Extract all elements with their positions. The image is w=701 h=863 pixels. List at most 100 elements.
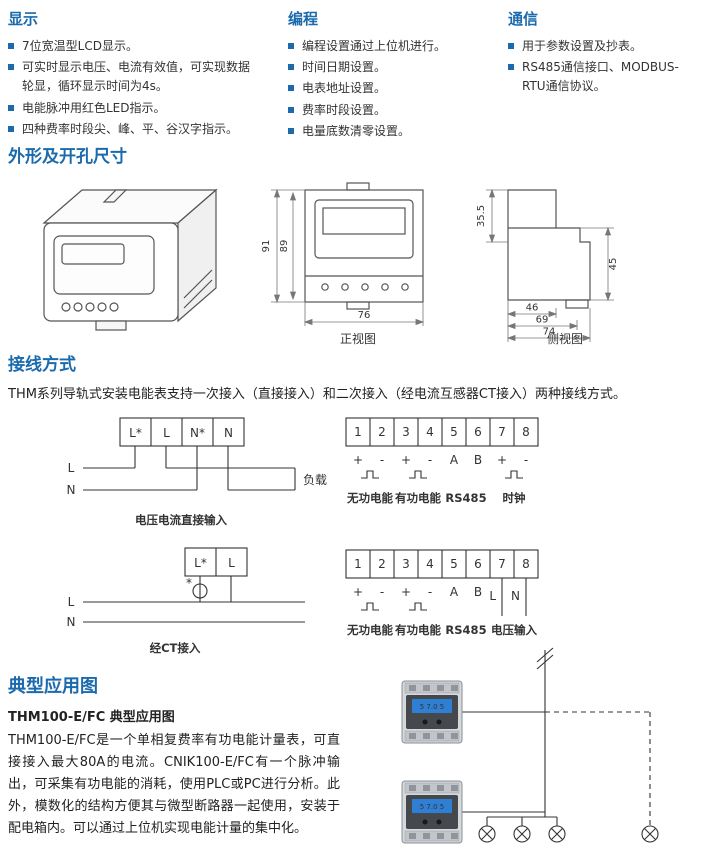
terminal-label: L — [228, 556, 235, 570]
terminal-screw — [401, 283, 409, 291]
lcd-window — [322, 207, 406, 235]
side-profile — [507, 189, 591, 301]
feature-item: 用于参数设置及抄表。 — [508, 37, 698, 56]
application-diagram: 5 7.0 5 5 7.0 5 — [401, 647, 659, 844]
bullet-square-icon — [8, 43, 14, 49]
programming-feature-list: 编程设置通过上位机进行。 时间日期设置。 电表地址设置。 费率时段设置。 电量底… — [288, 37, 502, 141]
side-dimension-lines — [486, 188, 614, 342]
feature-column-display: 显示 7位宽温型LCD显示。 可实时显示电压、电流有效值，可实现数据轮显，循环显… — [8, 8, 260, 141]
terminal-screw — [85, 302, 95, 312]
display-feature-list: 7位宽温型LCD显示。 可实时显示电压、电流有效值，可实现数据轮显，循环显示时间… — [8, 37, 260, 139]
pin-polarity: B — [474, 453, 482, 467]
meter-display-window — [61, 243, 125, 265]
section-title-wiring: 接线方式 — [8, 355, 76, 375]
pin-polarity: A — [450, 453, 459, 467]
bullet-square-icon — [508, 43, 514, 49]
terminal-screw — [97, 302, 107, 312]
terminal-panel-1: 1 2 3 4 5 6 7 8 + - + - A B + - 无功电能 有功电… — [345, 417, 539, 505]
bullet-square-icon — [288, 43, 294, 49]
top-tab — [346, 182, 370, 191]
direct-caption: 电压电流直接输入 — [135, 513, 227, 527]
front-panel — [314, 199, 414, 259]
feature-item: 时间日期设置。 — [288, 58, 502, 77]
pin-polarity: + — [353, 453, 363, 467]
side-vent-line — [183, 269, 213, 299]
terminal-number: 6 — [474, 557, 482, 571]
neutral-label: N — [67, 615, 76, 629]
communication-feature-list: 用于参数设置及抄表。 RS485通信接口、MODBUS-RTU通信协议。 — [508, 37, 698, 97]
pulse-symbol — [409, 470, 427, 479]
terminal-number: 1 — [354, 425, 362, 439]
dim-69: 69 — [536, 315, 549, 326]
neutral-label: N — [67, 483, 76, 497]
pin-polarity: B — [474, 585, 482, 599]
meter-product-image: 5 7.0 5 — [401, 680, 463, 744]
feature-item: 电量底数清零设置。 — [288, 122, 502, 141]
section-title-application: 典型应用图 — [8, 676, 98, 697]
meter-top-terminals — [404, 682, 460, 694]
column-title-programming: 编程 — [288, 10, 319, 28]
terminal-number: 7 — [498, 425, 506, 439]
ct-caption: 经CT接入 — [150, 641, 201, 655]
dim-45: 45 — [608, 258, 619, 271]
pulse-symbol — [505, 470, 523, 479]
group-label: 有功电能 — [395, 491, 441, 505]
feature-item-text: 可实时显示电压、电流有效值，可实现数据轮显，循环显示时间为4s。 — [22, 60, 251, 94]
terminal-label: L* — [194, 556, 207, 570]
pin-polarity: - — [380, 585, 384, 599]
section-title-dimensions: 外形及开孔尺寸 — [8, 147, 127, 167]
terminal-label: L* — [129, 426, 142, 440]
pin-polarity: + — [401, 585, 411, 599]
terminal-label: L — [163, 426, 170, 440]
pin-polarity: + — [353, 585, 363, 599]
bullet-square-icon — [288, 64, 294, 71]
dim-74: 74 — [543, 327, 556, 338]
feature-item: 7位宽温型LCD显示。 — [8, 37, 260, 56]
pin-polarity: - — [524, 453, 528, 467]
terminal-number: 5 — [450, 557, 458, 571]
terminal-label: N* — [190, 426, 205, 440]
terminal-number: 3 — [402, 425, 410, 439]
dim-35-5: 35.5 — [476, 205, 487, 227]
dim-46: 46 — [526, 303, 539, 314]
feature-item-text: RS485通信接口、MODBUS-RTU通信协议。 — [522, 60, 679, 94]
terminal-number: 8 — [522, 425, 530, 439]
feature-item: 电表地址设置。 — [288, 79, 502, 98]
bullet-square-icon — [288, 127, 294, 134]
pin-polarity: + — [497, 453, 507, 467]
pin-polarity: - — [428, 585, 432, 599]
front-view-caption: 正视图 — [340, 332, 377, 346]
dim-91: 91 — [261, 240, 272, 253]
meter-bottom-terminals — [404, 830, 460, 842]
pin-polarity: + — [401, 453, 411, 467]
feature-item-text: 用于参数设置及抄表。 — [522, 39, 643, 53]
terminal-number: 4 — [426, 425, 434, 439]
group-label: 电压输入 — [491, 623, 537, 637]
meter-button — [436, 719, 442, 725]
direct-wiring-diagram: L* L N* N L N 负载 电压电流直接输入 — [67, 417, 327, 527]
meter-lcd-screen — [412, 699, 452, 713]
terminal-number: 1 — [354, 557, 362, 571]
application-subtitle: THM100-E/FC 典型应用图 — [8, 710, 175, 725]
din-tab — [102, 189, 128, 203]
neutral-label: N — [511, 589, 520, 603]
pulse-symbol — [361, 602, 379, 611]
group-label: 时钟 — [503, 491, 526, 505]
group-label: RS485 — [445, 623, 486, 637]
bullet-square-icon — [288, 85, 294, 92]
meter-front-cover — [53, 235, 155, 295]
meter-bottom-terminals — [404, 730, 460, 742]
din-clip — [95, 320, 127, 331]
dim-89: 89 — [279, 240, 290, 253]
bottom-tab — [346, 301, 370, 310]
phase-label: L — [68, 461, 75, 475]
side-vent-line — [183, 279, 213, 309]
din-clip-side — [565, 299, 589, 309]
meter-top-terminals — [404, 782, 460, 794]
terminal-screw — [361, 283, 369, 291]
pulse-symbol — [361, 470, 379, 479]
bullet-square-icon — [8, 125, 14, 132]
side-view-drawing: 35.5 45 46 69 74 — [476, 188, 619, 342]
terminal-number: 7 — [498, 557, 506, 571]
feature-item: RS485通信接口、MODBUS-RTU通信协议。 — [508, 58, 698, 96]
